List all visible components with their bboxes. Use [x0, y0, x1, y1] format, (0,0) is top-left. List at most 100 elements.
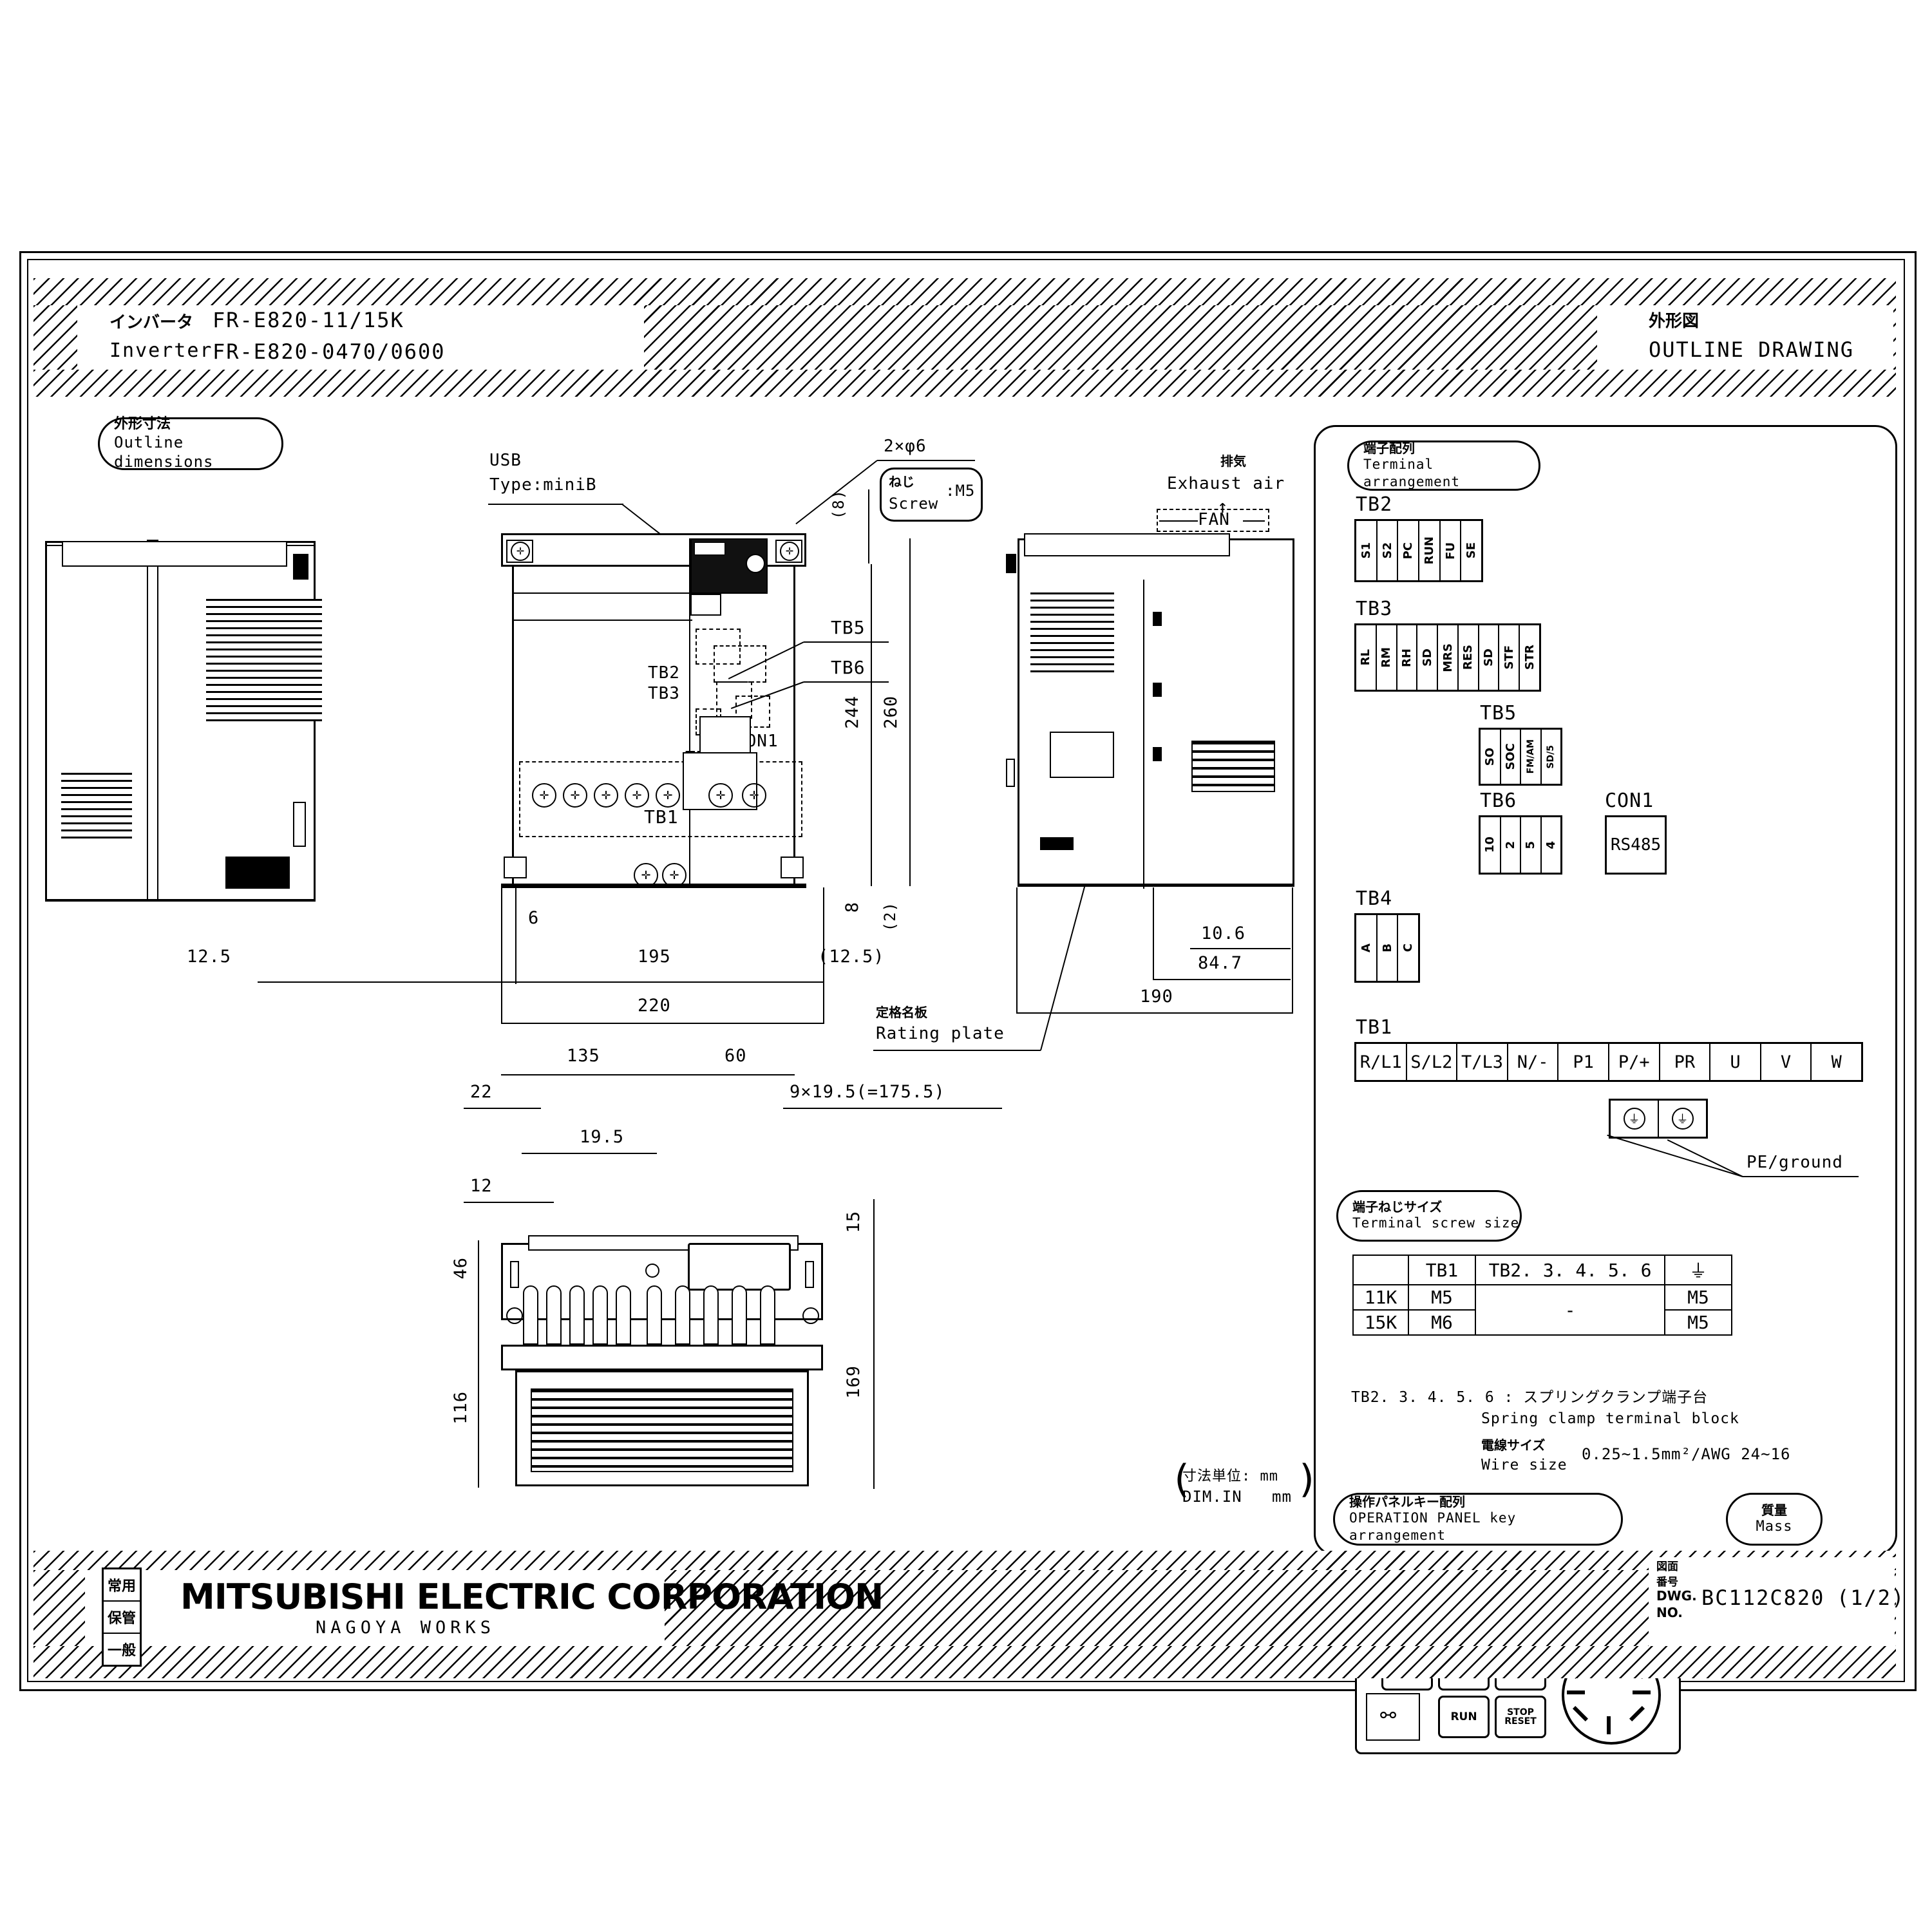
- usb-callout-line2: Type:miniB: [489, 475, 597, 495]
- dim-190: 190: [1140, 987, 1173, 1007]
- stamp-row-3: 一般: [107, 1643, 136, 1659]
- tb1-cell-7[interactable]: U: [1710, 1044, 1761, 1080]
- screw-ground-0: M5: [1664, 1284, 1732, 1311]
- tb5-cell-3[interactable]: SD/5: [1542, 730, 1561, 784]
- dim-22-line: [464, 1108, 541, 1109]
- screw-note-jp-text: TB2. 3. 4. 5. 6 : スプリングクランプ端子台: [1351, 1389, 1709, 1406]
- tb6-leader: [804, 681, 889, 683]
- tb5-cell-2[interactable]: FM/AM: [1521, 730, 1542, 784]
- bottom-tooth-1: [523, 1285, 538, 1345]
- exhaust-air-jp: 排気: [1220, 453, 1246, 469]
- tb2-cell-4[interactable]: FU: [1441, 521, 1462, 580]
- tb6-cell-3[interactable]: 4: [1542, 817, 1561, 873]
- exhaust-air-en: Exhaust air: [1167, 474, 1285, 493]
- ground-cell-1[interactable]: ⏚: [1659, 1101, 1706, 1137]
- right-view-rating-area: [1050, 732, 1114, 778]
- tb6-cell-0[interactable]: 10: [1481, 817, 1501, 873]
- tb2-cell-1[interactable]: S2: [1378, 521, 1399, 580]
- front-tb6-callout: TB6: [831, 657, 866, 678]
- terminal-screw-size-jp: 端子ねじサイズ: [1352, 1199, 1443, 1215]
- tb2-cell-2[interactable]: PC: [1398, 521, 1420, 580]
- tb1-cell-5[interactable]: P/+: [1609, 1044, 1660, 1080]
- sheet-frame-inner: [27, 259, 1905, 1682]
- tb1-cell-8[interactable]: V: [1761, 1044, 1812, 1080]
- dim-19-5-line: [522, 1153, 657, 1154]
- tb2-cell-0[interactable]: S1: [1356, 521, 1378, 580]
- right-view-top-cap: [1024, 533, 1230, 556]
- operation-panel-en: OPERATION PANEL key arrangement: [1349, 1510, 1517, 1543]
- dim-8: 8: [842, 902, 862, 913]
- con1-box[interactable]: RS485: [1605, 815, 1667, 875]
- tb4-cell-label-0: A: [1359, 943, 1373, 952]
- footer-white-left: [85, 1570, 665, 1646]
- tb3-cell-7[interactable]: STF: [1499, 625, 1520, 690]
- screw-header-1: TB1: [1408, 1255, 1476, 1285]
- tb1-screw-6: ✛: [708, 783, 733, 808]
- tb1-cell-3[interactable]: N/-: [1508, 1044, 1559, 1080]
- tb3-cell-label-1: RM: [1379, 647, 1394, 668]
- front-tb2-dash: [696, 629, 741, 665]
- key-stop-reset[interactable]: STOP RESET: [1495, 1696, 1546, 1738]
- dim-15: 15: [844, 1211, 864, 1233]
- tb2-cell-label-1: S2: [1380, 542, 1394, 559]
- tb4-cell-1[interactable]: B: [1378, 915, 1399, 981]
- bottom-view-slot-l: [510, 1261, 519, 1288]
- ground-terminal-strip[interactable]: ⏚⏚: [1609, 1099, 1708, 1139]
- terminal-arrangement-en: Terminal arrangement: [1363, 457, 1461, 489]
- unit-note-en: DIM.IN mm: [1182, 1488, 1292, 1506]
- tb2-cell-5[interactable]: SE: [1461, 521, 1481, 580]
- right-view-slot-3: [1153, 747, 1162, 761]
- title-white-right: [1597, 305, 1893, 370]
- pe-ground-leader: [1743, 1176, 1859, 1177]
- tb5-cell-0[interactable]: SO: [1481, 730, 1501, 784]
- tb1-cell-0[interactable]: R/L1: [1356, 1044, 1407, 1080]
- left-view-rating-plate: [225, 857, 290, 889]
- tb6-cell-2[interactable]: 5: [1521, 817, 1542, 873]
- tb1-cell-1[interactable]: S/L2: [1407, 1044, 1458, 1080]
- bottom-view-hole-r: [802, 1307, 819, 1324]
- unit-note-jp: 寸法単位: mm: [1182, 1468, 1278, 1484]
- tb1-strip-label: TB1: [1356, 1016, 1393, 1039]
- tb1-cell-2[interactable]: T/L3: [1457, 1044, 1508, 1080]
- tb3-cell-0[interactable]: RL: [1356, 625, 1377, 690]
- tb3-cell-1[interactable]: RM: [1377, 625, 1397, 690]
- key-run-label: RUN: [1450, 1710, 1477, 1723]
- tb1-cell-4[interactable]: P1: [1558, 1044, 1609, 1080]
- tb3-cell-2[interactable]: RH: [1397, 625, 1418, 690]
- dwg-jp-line2: 番号: [1656, 1576, 1678, 1589]
- tb6-cell-label-2: 5: [1524, 840, 1538, 849]
- ground-cell-0[interactable]: ⏚: [1611, 1101, 1659, 1137]
- tb3-cell-6[interactable]: SD: [1479, 625, 1500, 690]
- tb4-cell-2[interactable]: C: [1398, 915, 1418, 981]
- tb2-cell-3[interactable]: RUN: [1419, 521, 1441, 580]
- right-view-slot-2: [1153, 683, 1162, 697]
- front-view-body: [512, 538, 795, 886]
- tb3-cell-3[interactable]: SD: [1417, 625, 1439, 690]
- key-run[interactable]: RUN: [1438, 1696, 1490, 1738]
- tb3-cell-label-7: STF: [1502, 645, 1516, 670]
- tb1-cell-9[interactable]: W: [1831, 1052, 1842, 1072]
- tb3-cell-4[interactable]: MRS: [1438, 625, 1459, 690]
- tb1-cell-6[interactable]: PR: [1660, 1044, 1711, 1080]
- tb3-cell-5[interactable]: RES: [1459, 625, 1479, 690]
- usb-port-slot[interactable]: [1366, 1693, 1420, 1741]
- tb1-screw-7: ✛: [742, 783, 766, 808]
- dim-260-line: [909, 538, 911, 886]
- tb5-cell-1[interactable]: SOC: [1501, 730, 1521, 784]
- tb6-cell-1[interactable]: 2: [1501, 817, 1521, 873]
- right-view-body: [1018, 538, 1294, 886]
- tb2-cell-label-4: FU: [1443, 542, 1457, 560]
- unit-note-paren-l: (: [1170, 1457, 1194, 1502]
- tb3-cell-8[interactable]: STR: [1520, 625, 1539, 690]
- tb4-cell-0[interactable]: A: [1356, 915, 1378, 981]
- tb6-cell-label-1: 2: [1503, 840, 1517, 849]
